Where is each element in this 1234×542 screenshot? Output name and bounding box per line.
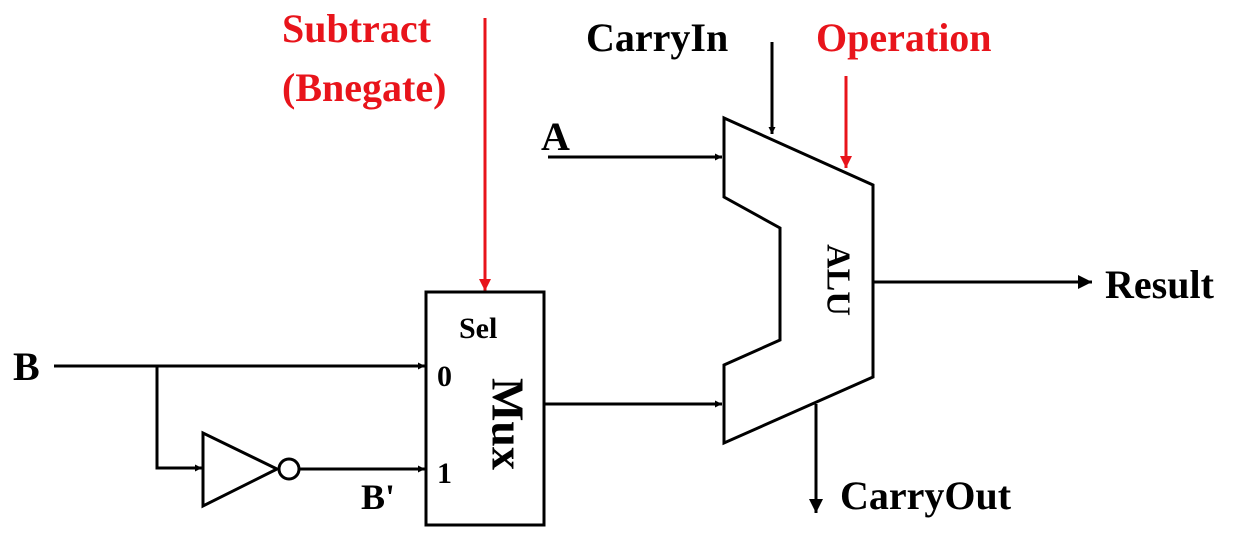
inverter-gate (201, 430, 281, 509)
carry-out-label: CarryOut (840, 473, 1012, 518)
b-input-label: B (13, 344, 40, 389)
alu-body (722, 115, 875, 446)
mux-box (424, 290, 546, 527)
result-label: Result (1105, 262, 1215, 307)
subtract-label: Subtract (282, 6, 432, 51)
bnegate-label: (Bnegate) (282, 65, 446, 110)
mux-input-1-label: 1 (437, 457, 452, 490)
b-prime-label: B' (361, 477, 395, 517)
alu-name-label: ALU (820, 244, 857, 316)
mux-name-label: Mux (483, 378, 534, 470)
inverter-bubble (277, 457, 301, 481)
carry-in-label: CarryIn (586, 15, 728, 60)
operation-label: Operation (816, 15, 992, 60)
mux-sel-label: Sel (459, 312, 497, 345)
b-branch-wire (155, 366, 202, 472)
a-input-label: A (541, 114, 570, 159)
mux-input-0-label: 0 (437, 360, 452, 393)
